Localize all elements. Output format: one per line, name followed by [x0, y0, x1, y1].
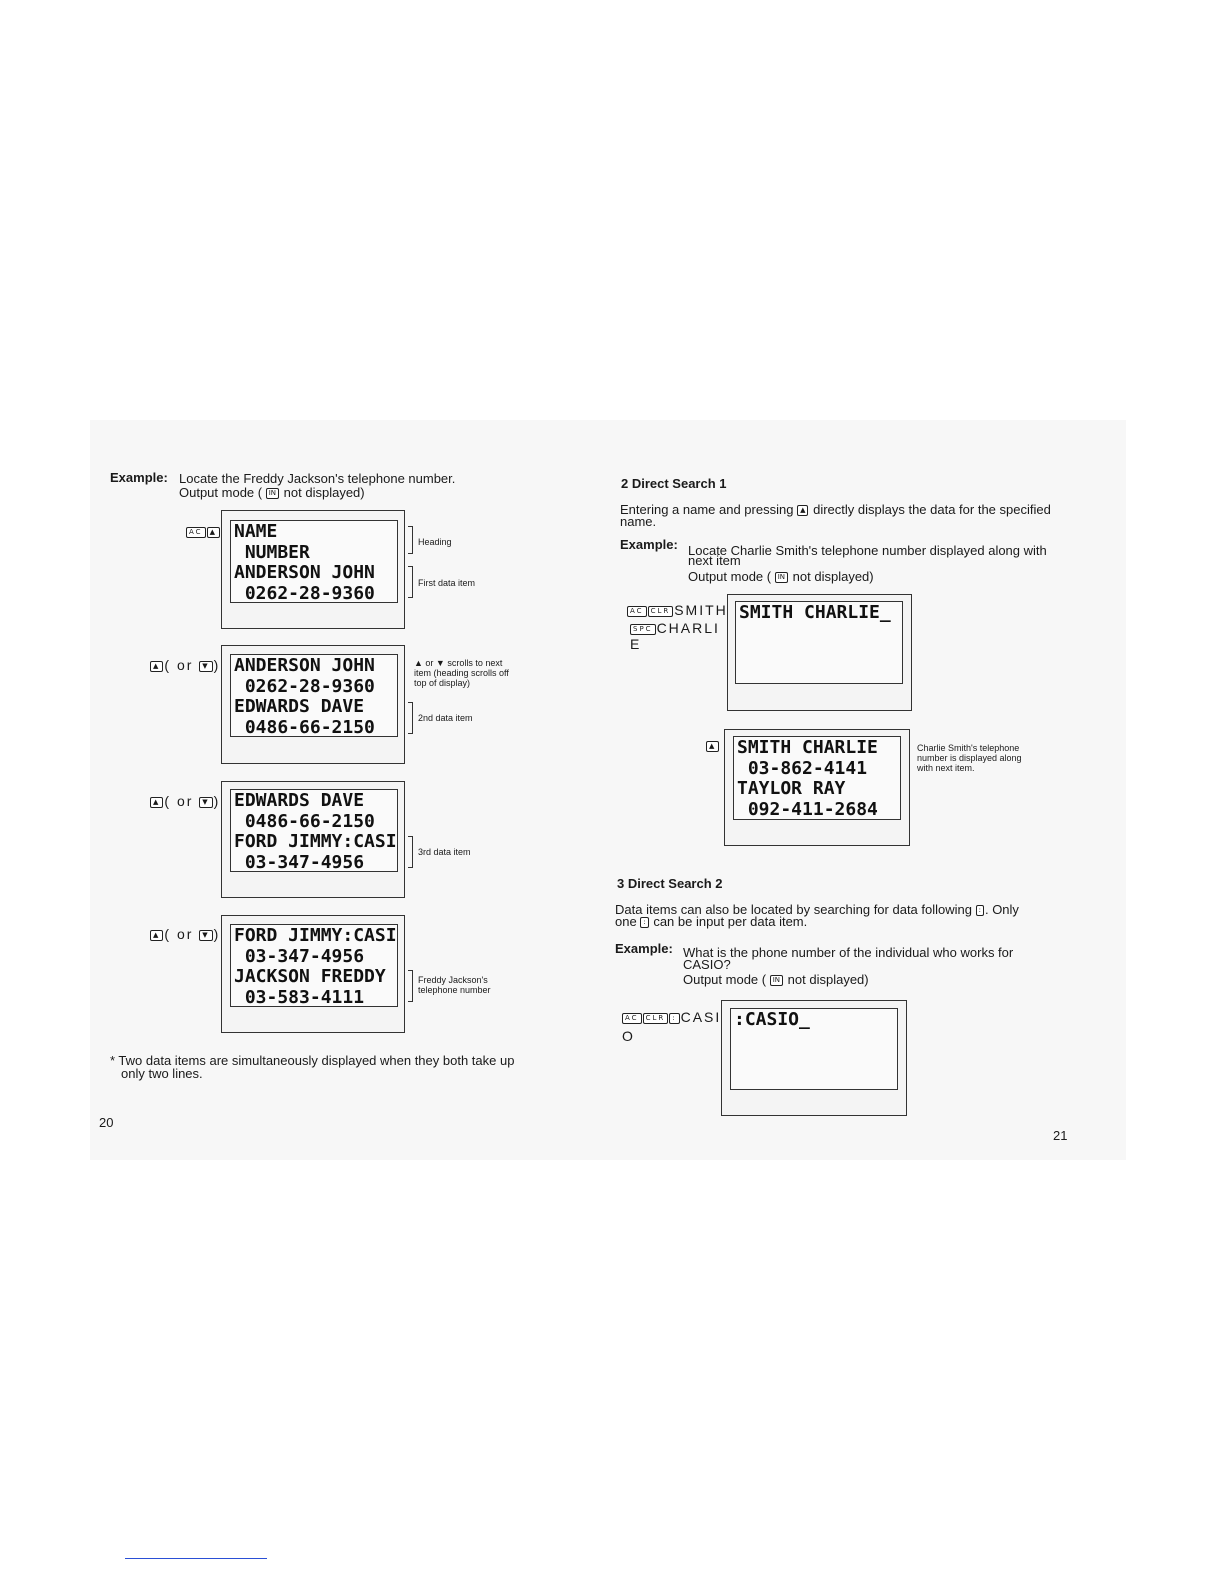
section3-body-line2: one : can be input per data item.	[615, 914, 808, 929]
lcd-line: :CASIO_	[734, 1009, 810, 1030]
bracket	[408, 836, 413, 868]
step1-keys: AC▲	[186, 522, 221, 540]
up-arrow-key-icon: ▲	[150, 929, 164, 941]
note-scrolls: ▲ or ▼ scrolls to next item (heading scr…	[414, 658, 509, 688]
lcd-line: 03-583-4111	[234, 986, 365, 1007]
footnote-line2: only two lines.	[121, 1066, 203, 1081]
in-key-icon: IN	[774, 572, 789, 584]
section3-step1-keys-row2: O	[622, 1028, 635, 1044]
in-key-icon: IN	[769, 975, 784, 987]
section2-step1-keys-row3: E	[630, 636, 642, 652]
lcd-line: 0486-66-2150	[234, 810, 375, 832]
section3-body-line1: Data items can also be located by search…	[615, 902, 1019, 917]
lcd-line: 03-862-4141	[737, 757, 868, 779]
lcd-screen-7: :CASIO_	[730, 1008, 898, 1090]
in-key-icon: IN	[265, 488, 280, 500]
section2-example-line2: next item	[688, 553, 741, 568]
note-freddy-number: Freddy Jackson's telephone number	[418, 975, 491, 995]
down-arrow-key-icon: ▼	[199, 660, 213, 672]
lcd-line: EDWARDS DAVE	[234, 696, 365, 717]
clr-key-icon: CLR	[642, 1012, 669, 1024]
example-label: Example:	[615, 941, 673, 956]
bracket	[408, 702, 413, 734]
section2-heading: 2 Direct Search 1	[621, 476, 727, 491]
note-charlie-number: Charlie Smith's telephone number is disp…	[917, 743, 1022, 773]
lcd-line: 0486-66-2150	[234, 716, 375, 737]
lcd-line: FORD JIMMY:CASIO	[234, 831, 398, 852]
bracket	[408, 526, 413, 554]
ac-key-icon: AC	[186, 526, 206, 538]
bracket	[408, 970, 413, 1002]
example-text-line1: Locate the Freddy Jackson's telephone nu…	[179, 471, 456, 486]
example-label: Example:	[110, 470, 168, 485]
lcd-line: JACKSON FREDDY	[234, 966, 386, 987]
lcd-line: 0262-28-9360	[234, 675, 375, 697]
lcd-line: SMITH CHARLIE	[737, 737, 878, 758]
section3-example-line3: Output mode ( IN not displayed)	[683, 972, 869, 987]
section2-example-line3: Output mode ( IN not displayed)	[688, 569, 874, 584]
down-arrow-key-icon: ▼	[199, 796, 213, 808]
ac-key-icon: AC	[622, 1012, 642, 1024]
note-heading: Heading	[418, 537, 452, 547]
lcd-line: 03-347-4956	[234, 945, 365, 967]
up-arrow-key-icon: ▲	[150, 660, 164, 672]
section3-heading: 3 Direct Search 2	[617, 876, 723, 891]
note-3rd-data-item: 3rd data item	[418, 847, 471, 857]
lcd-line: SMITH CHARLIE_	[739, 602, 891, 623]
step3-keys: ▲( or ▼)	[150, 792, 220, 810]
step2-keys: ▲( or ▼)	[150, 656, 220, 674]
page-number-left: 20	[99, 1115, 114, 1130]
lcd-line: 0262-28-9360	[234, 582, 375, 603]
lcd-line: ANDERSON JOHN	[234, 562, 375, 583]
lcd-line: 092-411-2684	[737, 798, 878, 820]
down-arrow-key-icon: ▼	[199, 929, 213, 941]
example-label: Example:	[620, 537, 678, 552]
lcd-line: ANDERSON JOHN	[234, 655, 375, 676]
lcd-line: NUMBER	[234, 541, 310, 563]
lcd-line: TAYLOR RAY	[737, 778, 846, 799]
example-text-line2: Output mode ( IN not displayed)	[179, 485, 365, 500]
section2-body-line1: Entering a name and pressing ▲ directly …	[620, 502, 1051, 517]
up-arrow-key-icon: ▲	[150, 796, 164, 808]
note-2nd-data-item: 2nd data item	[418, 713, 473, 723]
lcd-line: FORD JIMMY:CASIO	[234, 925, 398, 946]
section2-example-line1: Locate Charlie Smith's telephone number …	[688, 543, 1047, 558]
step4-keys: ▲( or ▼)	[150, 925, 220, 943]
space-key-icon: SPC	[630, 623, 656, 635]
section2-step2-keys: ▲	[706, 736, 720, 754]
footer-rule	[125, 1558, 267, 1559]
section3-example-line1: What is the phone number of the individu…	[683, 945, 1014, 960]
clr-key-icon: CLR	[647, 605, 674, 617]
section2-body-line2: name.	[620, 514, 657, 529]
lcd-line: 03-347-4956	[234, 851, 365, 872]
section3-example-line2: CASIO?	[683, 957, 731, 972]
up-arrow-key-icon: ▲	[797, 505, 809, 517]
note-first-data-item: First data item	[418, 578, 476, 588]
ac-key-icon: AC	[627, 605, 647, 617]
colon-key-icon: :	[975, 905, 984, 917]
bracket	[408, 566, 413, 598]
colon-key-icon: :	[640, 917, 649, 929]
lcd-screen-5: SMITH CHARLIE_	[735, 601, 903, 684]
colon-key-icon: :	[669, 1012, 680, 1024]
up-arrow-key-icon: ▲	[206, 526, 220, 538]
lcd-line: EDWARDS DAVE	[234, 790, 365, 811]
up-arrow-key-icon: ▲	[706, 740, 720, 752]
footnote-line1: * Two data items are simultaneously disp…	[110, 1053, 515, 1068]
page-number-right: 21	[1053, 1128, 1068, 1143]
lcd-line: NAME	[234, 521, 278, 542]
